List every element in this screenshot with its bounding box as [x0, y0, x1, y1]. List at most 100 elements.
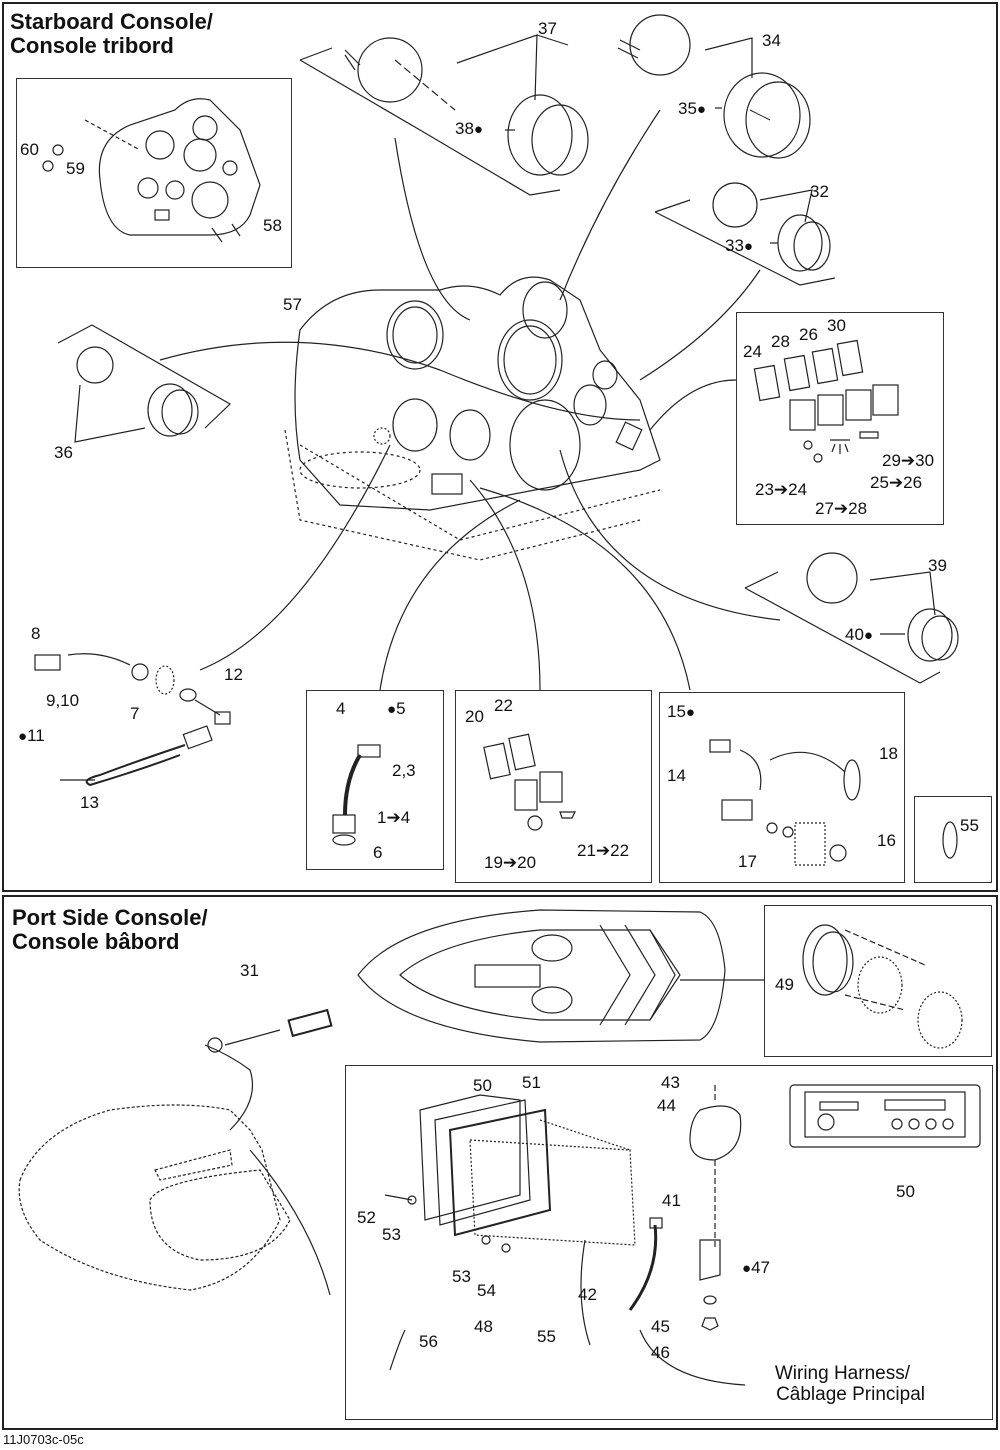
callout-50-frame: 50	[473, 1076, 492, 1095]
callout-43: 43	[661, 1073, 680, 1092]
drop-icon: ●	[685, 704, 695, 721]
callout-59: 59	[66, 159, 85, 178]
leader-lines	[536, 34, 771, 121]
callout-25-26: 25➔26	[870, 473, 923, 492]
callout-54: 54	[477, 1281, 496, 1300]
callout-24: 24	[743, 342, 762, 361]
callout-60: 60	[20, 140, 39, 159]
starboard-section-frame	[2, 2, 998, 892]
port-title: Port Side Console/ Console bâbord	[12, 906, 208, 954]
callout-50-faceplate: 50	[896, 1182, 915, 1201]
console-overview-inset	[16, 78, 292, 268]
callout-13: 13	[80, 793, 99, 812]
callout-20: 20	[465, 707, 484, 726]
callout-14: 14	[667, 766, 686, 785]
leader-curves	[159, 109, 781, 691]
starboard-title: Starboard Console/ Console tribord	[10, 10, 213, 58]
callout-4: 4	[336, 699, 346, 718]
gauge-36	[57, 324, 231, 443]
callout-19-20: 19➔20	[484, 853, 537, 872]
blower-switch-inset	[455, 690, 652, 883]
callout-58: 58	[263, 216, 282, 235]
callout-8: 8	[31, 624, 41, 643]
speaker-inset	[764, 905, 992, 1057]
starboard-title-line2: Console tribord	[10, 33, 174, 58]
port-console-art	[18, 1008, 333, 1296]
callout-40: 40●	[845, 625, 873, 645]
callout-15: 15●	[667, 702, 695, 722]
lanyard-art	[34, 653, 231, 787]
console-thumbnail	[42, 98, 261, 243]
callout-51: 51	[522, 1073, 541, 1092]
callout-27-28: 27➔28	[815, 499, 868, 518]
callout-48: 48	[474, 1317, 493, 1336]
drop-icon: ●	[742, 1260, 752, 1277]
callout-49: 49	[775, 975, 794, 994]
wiring-note-line2: Câblage Principal	[776, 1384, 925, 1405]
callout-56: 56	[419, 1332, 438, 1351]
callout-6: 6	[373, 843, 383, 862]
drop-icon: ●	[18, 728, 28, 745]
callout-5: ●5	[387, 699, 406, 719]
callout-42: 42	[578, 1285, 597, 1304]
wiring-note-line1: Wiring Harness/	[774, 1363, 910, 1384]
callout-55-inset: 55	[960, 816, 979, 835]
callout-17: 17	[738, 852, 757, 871]
callout-53-upper: 53	[382, 1225, 401, 1244]
callout-38: 38●	[455, 119, 483, 139]
callout-2-3: 2,3	[392, 761, 416, 780]
callout-37: 37	[538, 19, 557, 38]
gauge-small	[654, 182, 836, 286]
callout-23-24: 23➔24	[755, 480, 808, 499]
callout-22: 22	[494, 696, 513, 715]
callout-28: 28	[771, 332, 790, 351]
callout-55: 55	[537, 1327, 556, 1346]
callout-57: 57	[283, 295, 302, 314]
drop-icon: ●	[743, 238, 753, 255]
port-title-line2: Console bâbord	[12, 929, 180, 954]
speaker-art	[802, 924, 963, 1049]
outlet-inset	[306, 690, 444, 870]
callout-12: 12	[224, 665, 243, 684]
port-section-frame	[2, 895, 998, 1430]
callout-53-lower: 53	[452, 1267, 471, 1286]
gauge-tachometer	[299, 34, 589, 196]
ignition-switch-art	[709, 739, 958, 866]
callout-1-4: 1➔4	[377, 808, 411, 827]
blower-switch-art	[483, 733, 576, 831]
stereo-inset	[345, 1065, 993, 1420]
callout-47: ●47	[742, 1258, 770, 1278]
gauge-speedometer	[617, 14, 811, 159]
callout-9-10: 9,10	[46, 691, 80, 710]
outlet-art	[332, 744, 381, 846]
drop-icon: ●	[387, 701, 397, 718]
port-title-line1: Port Side Console/	[12, 905, 208, 930]
callout-34: 34	[762, 31, 781, 50]
boat-top-view	[357, 909, 765, 1043]
callout-18: 18	[879, 744, 898, 763]
switch-panel-art	[753, 339, 899, 463]
callout-39: 39	[928, 556, 947, 575]
callout-45: 45	[651, 1317, 670, 1336]
callout-11: ●11	[18, 726, 45, 746]
callout-31: 31	[240, 961, 259, 980]
starboard-console-body	[284, 276, 661, 561]
wiring-harness-note: Wiring Harness/ Câblage Principal	[665, 1363, 925, 1405]
callout-52: 52	[357, 1208, 376, 1227]
callout-30: 30	[827, 316, 846, 335]
callout-16: 16	[877, 831, 896, 850]
drop-icon: ●	[863, 627, 873, 644]
drop-icon: ●	[473, 121, 483, 138]
callout-21-22: 21➔22	[577, 841, 630, 860]
callout-44: 44	[657, 1096, 676, 1115]
callout-32: 32	[810, 182, 829, 201]
cable-tie-inset	[914, 796, 992, 883]
callout-33: 33●	[725, 236, 753, 256]
drop-icon: ●	[696, 101, 706, 118]
callout-41: 41	[662, 1191, 681, 1210]
callout-29-30: 29➔30	[882, 451, 935, 470]
callout-46: 46	[651, 1343, 670, 1362]
callout-7: 7	[130, 704, 140, 723]
ignition-switch-inset	[659, 692, 905, 883]
